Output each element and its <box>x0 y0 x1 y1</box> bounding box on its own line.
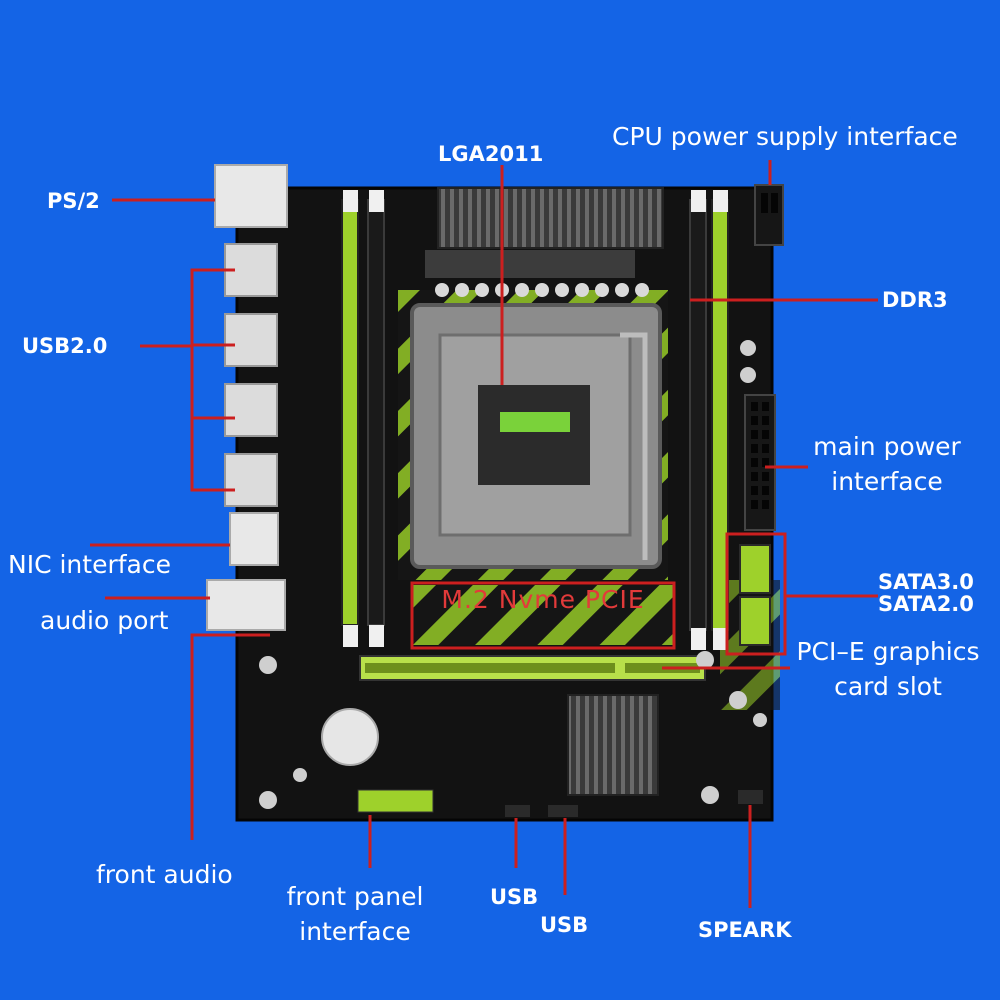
label-nic: NIC interface <box>8 550 171 579</box>
cpu-power-connector <box>754 184 784 246</box>
label-front-panel-line2: interface <box>299 917 411 946</box>
usb-port-3 <box>224 383 278 437</box>
speaker-header <box>738 790 763 804</box>
stripe-area-m2 <box>412 585 674 645</box>
label-pcie-line2: card slot <box>834 672 942 701</box>
ps2-port <box>214 164 288 228</box>
ddr3-clip-left-1-top <box>343 190 358 212</box>
ddr3-clip-right-2-top <box>713 190 728 212</box>
label-m2-nvme: M.2 Nvme PCIE <box>441 585 645 614</box>
vrm-heatsink <box>437 187 664 249</box>
socket-lever <box>620 332 648 560</box>
leader-usb-bracket <box>190 268 235 492</box>
sata2-port <box>739 596 771 646</box>
audio-port <box>206 579 286 631</box>
front-panel-header <box>357 789 434 813</box>
ddr3-clip-right-2-bottom <box>713 628 728 650</box>
ddr3-slot-right-1 <box>689 199 707 631</box>
board-capacitors <box>259 340 767 809</box>
ddr3-clip-right-1-bottom <box>691 628 706 650</box>
label-pcie-line1: PCI–E graphics <box>796 637 980 666</box>
leader-lines <box>90 160 878 908</box>
vrm-capacitors <box>435 283 649 297</box>
vrm-chokes <box>425 250 635 278</box>
nic-port <box>229 512 279 566</box>
cpu-socket-center <box>478 385 590 485</box>
label-front-panel-line1: front panel <box>286 882 424 911</box>
label-usb-b: USB <box>540 913 589 937</box>
main-power-connector <box>744 394 776 531</box>
m2-highlight-box <box>410 581 676 650</box>
ddr3-slot-left-2 <box>367 199 385 626</box>
label-audio-port: audio port <box>40 606 169 635</box>
usb-port-4 <box>224 453 278 507</box>
usb-port-2 <box>224 313 278 367</box>
ddr3-clip-right-1-top <box>691 190 706 212</box>
leader-front-audio <box>190 633 270 840</box>
sata3-port <box>739 544 771 594</box>
label-main-power-line1: main power <box>813 432 961 461</box>
label-ps2: PS/2 <box>47 189 100 213</box>
label-lga2011: LGA2011 <box>438 142 544 166</box>
ddr3-slot-left-1 <box>341 199 359 626</box>
ddr3-clip-left-2-top <box>369 190 384 212</box>
label-speaker: SPEARK <box>698 918 792 942</box>
cmos-battery <box>321 708 379 766</box>
ddr3-clip-left-1-bottom <box>343 625 358 647</box>
front-usb-header-2 <box>548 805 578 817</box>
label-sata3: SATA3.0 <box>878 570 974 594</box>
chipset-heatsink <box>567 694 659 796</box>
label-usb-a: USB <box>490 885 539 909</box>
cpu-socket-warning-label <box>500 412 570 432</box>
label-sata2: SATA2.0 <box>878 592 974 616</box>
label-usb20: USB2.0 <box>22 334 108 358</box>
label-front-audio: front audio <box>96 860 233 889</box>
label-main-power-line2: interface <box>831 467 943 496</box>
label-cpu-power: CPU power supply interface <box>612 122 958 151</box>
ddr3-clip-left-2-bottom <box>369 625 384 647</box>
front-usb-header-1 <box>505 805 530 817</box>
label-ddr3: DDR3 <box>882 288 948 312</box>
sata-highlight-box <box>725 532 787 656</box>
